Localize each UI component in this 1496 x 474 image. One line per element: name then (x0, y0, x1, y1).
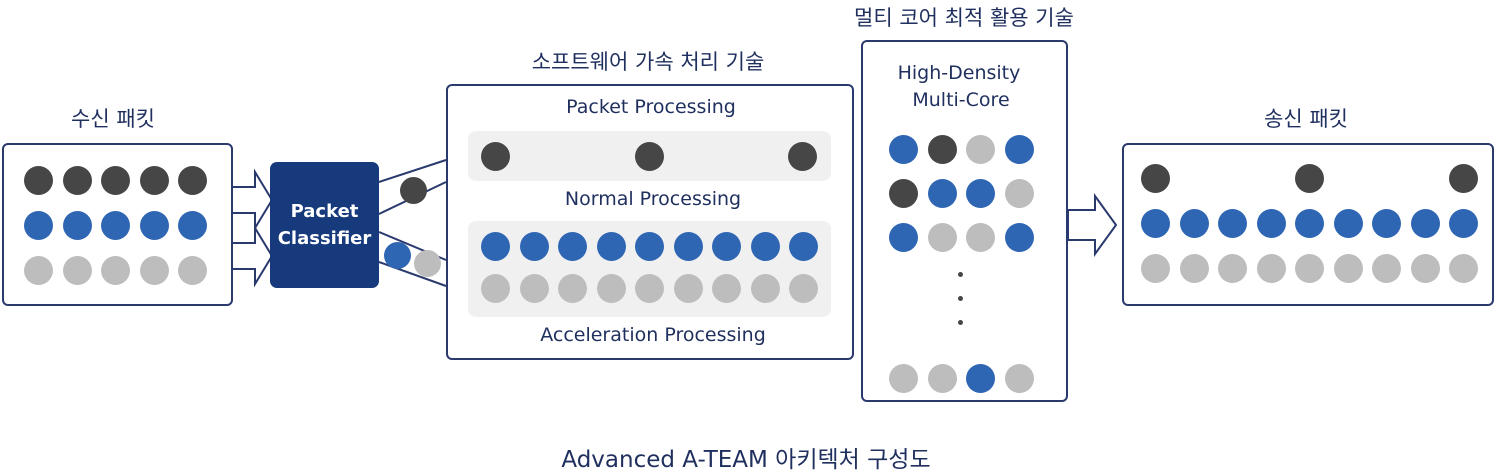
packet-dot-gray (24, 256, 53, 285)
core-dot-dark (889, 179, 918, 208)
core-dot-blue (1004, 135, 1034, 164)
packet-dot-gray (481, 274, 510, 303)
packet-dot-gray (519, 274, 549, 303)
core-dot-blue (1004, 223, 1034, 252)
packet-dot-dark (101, 166, 130, 195)
core-dot-blue (927, 179, 957, 208)
packet-dot-gray (1179, 254, 1209, 283)
core-dot-blue (966, 179, 995, 208)
packet-dot-blue (635, 232, 664, 261)
core-dot-blue (889, 223, 918, 252)
packet-dot-blue (1179, 209, 1209, 238)
core-dot-dark (927, 135, 957, 164)
packet-dot-blue (139, 211, 169, 240)
packet-dot-blue (1295, 209, 1324, 238)
normal-processing-label: Normal Processing (564, 188, 742, 210)
funnel-dot-dark (400, 177, 427, 204)
core-dot-gray (1004, 364, 1034, 393)
core-dot-gray (966, 223, 995, 252)
packet-dot-gray (101, 256, 130, 285)
ellipsis-dot (958, 296, 963, 301)
packet-dot-gray (596, 274, 626, 303)
packet-dot-dark (788, 142, 817, 171)
packet-dot-blue (1449, 209, 1478, 238)
packet-dot-blue (750, 232, 780, 261)
packet-dot-gray (62, 256, 92, 285)
software-title: 소프트웨어 가속 처리 기술 (531, 50, 765, 74)
packet-dot-gray (178, 256, 207, 285)
packet-dot-blue (1333, 209, 1363, 238)
packet-dot-gray (1218, 254, 1247, 283)
packet-dot-blue (789, 232, 818, 261)
ellipsis-dot (958, 272, 963, 277)
acceleration-processing-label: Acceleration Processing (540, 324, 766, 346)
packet-dot-gray (712, 274, 741, 303)
core-dot-gray (889, 364, 918, 393)
packet-dot-dark (62, 166, 92, 195)
core-dot-gray (1004, 179, 1034, 208)
packet-dot-blue (481, 232, 510, 261)
packet-dot-blue (519, 232, 549, 261)
packet-dot-gray (1333, 254, 1363, 283)
packet-dot-dark (178, 166, 207, 195)
core-dot-gray (966, 135, 995, 164)
core-dot-blue (889, 135, 918, 164)
packet-dot-gray (1372, 254, 1401, 283)
packet-dot-gray (1141, 254, 1170, 283)
receive-arrow-bottom (229, 224, 274, 288)
packet-dot-dark (24, 166, 53, 195)
receive-title: 수신 패킷 (71, 107, 155, 131)
funnel-dot-gray (414, 250, 441, 277)
packet-dot-blue (1256, 209, 1286, 238)
packet-dot-blue (558, 232, 587, 261)
packet-dot-dark (1141, 164, 1170, 193)
multicore-box (861, 40, 1068, 402)
packet-dot-blue (673, 232, 703, 261)
packet-dot-gray (558, 274, 587, 303)
classifier-line1: Packet (290, 201, 359, 222)
core-dot-gray (927, 223, 957, 252)
funnel-dot-blue (384, 242, 411, 269)
core-dot-blue (966, 364, 995, 393)
packet-dot-gray (635, 274, 664, 303)
packet-dot-blue (1218, 209, 1247, 238)
packet-dot-dark (634, 142, 664, 171)
send-title: 송신 패킷 (1264, 107, 1348, 131)
packet-dot-blue (178, 211, 207, 240)
packet-dot-gray (139, 256, 169, 285)
packet-dot-blue (101, 211, 130, 240)
core-dot-gray (927, 364, 957, 393)
packet-dot-gray (1256, 254, 1286, 283)
ellipsis-dot (958, 320, 963, 325)
funnel-top-upper (378, 159, 447, 183)
multicore-subtitle-line2: Multi-Core (912, 89, 1010, 111)
send-arrow (1067, 192, 1118, 258)
packet-dot-blue (712, 232, 741, 261)
packet-dot-blue (1372, 209, 1401, 238)
classifier-line2: Classifier (277, 228, 372, 249)
packet-dot-blue (1141, 209, 1170, 238)
multicore-title: 멀티 코어 최적 활용 기술 (854, 6, 1074, 30)
packet-dot-blue (62, 211, 92, 240)
packet-classifier: Packet Classifier (270, 162, 379, 288)
multicore-subtitle-line1: High-Density (897, 62, 1021, 84)
packet-dot-gray (789, 274, 818, 303)
packet-dot-blue (596, 232, 626, 261)
packet-dot-dark (481, 142, 510, 171)
packet-dot-gray (673, 274, 703, 303)
packet-dot-dark (139, 166, 169, 195)
diagram-caption: Advanced A-TEAM 아키텍처 구성도 (561, 447, 931, 473)
packet-processing-label: Packet Processing (566, 96, 736, 118)
packet-dot-dark (1449, 164, 1478, 193)
packet-dot-gray (1410, 254, 1440, 283)
packet-dot-gray (750, 274, 780, 303)
packet-dot-gray (1449, 254, 1478, 283)
receive-arrow-top (229, 168, 274, 232)
packet-dot-dark (1295, 164, 1324, 193)
packet-dot-blue (1410, 209, 1440, 238)
packet-dot-blue (24, 211, 53, 240)
packet-dot-gray (1295, 254, 1324, 283)
